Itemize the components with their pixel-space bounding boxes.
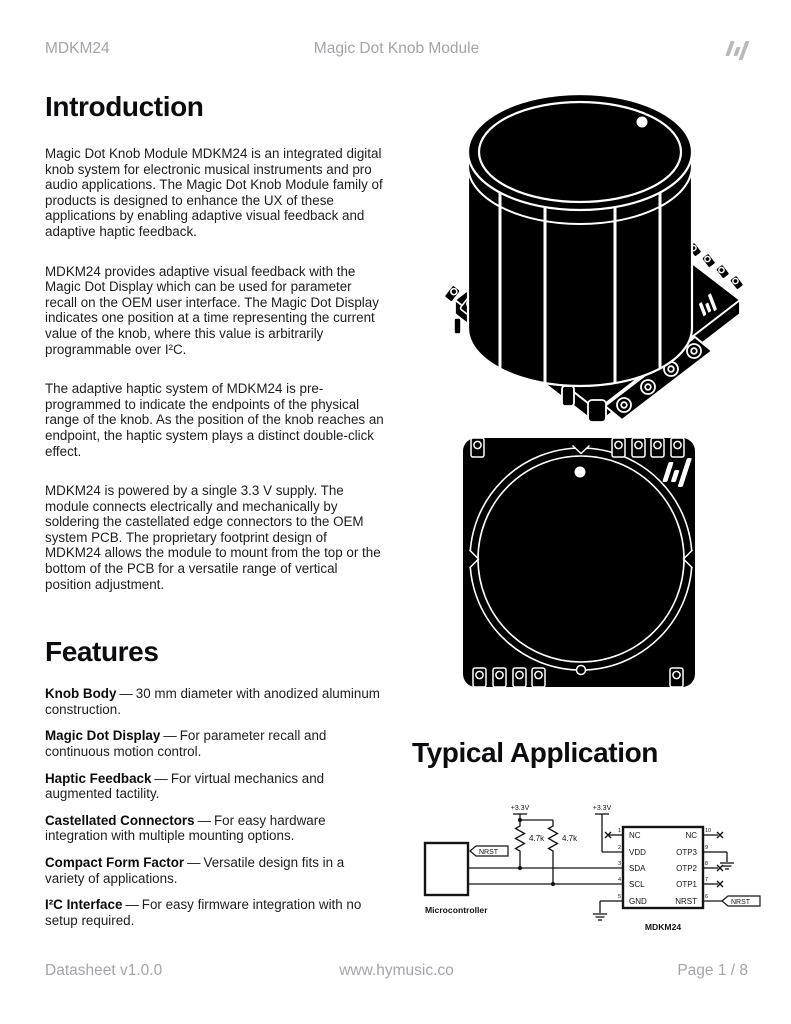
feature-item: Magic Dot Display—For parameter recall a… (45, 728, 385, 759)
pin-name: VDD (629, 848, 646, 857)
intro-paragraph: The adaptive haptic system of MDKM24 is … (45, 381, 384, 459)
features-heading: Features (45, 636, 159, 668)
pin-name: NC (685, 831, 697, 840)
ic-box (621, 825, 705, 910)
pin-number: 3 (618, 861, 621, 867)
feature-separator: — (119, 686, 133, 702)
feature-separator: — (125, 897, 139, 913)
knob-3d-illustration (443, 92, 745, 426)
pin-number: 7 (705, 877, 708, 883)
brand-logo-icon (725, 38, 750, 62)
pin-name: OTP1 (676, 880, 697, 889)
feature-desc: For easy firmware integration with no se… (45, 897, 362, 928)
castellated-pads-bottom (472, 667, 684, 688)
supply-label: +3.3V (511, 805, 530, 812)
feature-item: I²C Interface—For easy firmware integrat… (45, 897, 385, 928)
resistor (547, 820, 559, 884)
knob-body-3d (466, 92, 694, 388)
no-connect-icon (604, 831, 724, 888)
website-url: www.hymusic.co (339, 962, 454, 979)
feature-item: Haptic Feedback—For virtual mechanics an… (45, 771, 385, 802)
junction-dots (517, 817, 556, 887)
pin-number: 1 (618, 828, 621, 834)
page-number: Page 1 / 8 (677, 962, 748, 979)
board-logo-icon (662, 458, 692, 487)
magic-dot (636, 116, 648, 128)
knob-ribs (498, 192, 662, 384)
pin-number: 9 (705, 845, 708, 851)
feature-separator: — (163, 728, 177, 744)
pin-number: 4 (618, 877, 621, 883)
pin-number: 8 (705, 861, 708, 867)
feature-term: I²C Interface (45, 897, 123, 913)
feature-term: Knob Body (45, 686, 117, 702)
board-logo-icon (699, 293, 717, 317)
feature-term: Castellated Connectors (45, 812, 195, 828)
feature-item: Compact Form Factor—Versatile design fit… (45, 855, 385, 886)
feature-desc: 30 mm diameter with anodized aluminum co… (45, 686, 380, 717)
intro-paragraph: MDKM24 provides adaptive visual feedback… (45, 263, 379, 357)
doc-id: MDKM24 (45, 40, 110, 57)
pcb-outline (463, 438, 695, 687)
intro-paragraph: Magic Dot Knob Module MDKM24 is an integ… (45, 146, 383, 239)
pin-name: NC (629, 831, 641, 840)
ring-notches (468, 444, 694, 676)
pin-number: 10 (705, 828, 711, 834)
page-footer: Datasheet v1.0.0 www.hymusic.co Page 1 /… (45, 962, 748, 984)
feature-desc: For virtual mechanics and augmented tact… (45, 770, 325, 802)
text-column: Introduction Magic Dot Knob Module MDKM2… (45, 92, 385, 928)
svg-text:NRST: NRST (731, 899, 751, 906)
supply-label: +3.3V (593, 805, 612, 812)
introduction-heading: Introduction (45, 91, 204, 122)
feature-term: Haptic Feedback (45, 770, 152, 786)
pin-name: SDA (629, 864, 646, 873)
mcu-box (423, 841, 470, 897)
pin-number: 5 (618, 894, 621, 900)
feature-separator: — (154, 770, 168, 786)
svg-text:NRST: NRST (479, 849, 499, 856)
feature-item: Knob Body—30 mm diameter with anodized a… (45, 686, 385, 717)
typical-application-heading: Typical Application (412, 737, 658, 768)
resistor-value: 4.7k (529, 834, 545, 843)
magic-dot (574, 466, 586, 478)
page-header: MDKM24 Magic Dot Knob Module (45, 38, 750, 62)
ic-label: MDKM24 (645, 922, 682, 932)
ground-icon (593, 913, 607, 921)
typical-application-schematic: NRST NRST +3.3V +3.3V 4.7k 4.7k Microcon… (423, 805, 761, 932)
pin-name: SCL (629, 880, 645, 889)
feature-term: Magic Dot Display (45, 728, 161, 744)
pin-number: 2 (618, 845, 621, 851)
pin-number: 6 (705, 894, 708, 900)
castellated-pads-top (470, 437, 685, 458)
feature-desc: For parameter recall and continuous moti… (45, 728, 327, 760)
pin-name: OTP2 (676, 864, 697, 873)
feature-desc: For easy hardware integration with multi… (45, 812, 326, 844)
feature-desc: Versatile design fits in a variety of ap… (45, 855, 345, 886)
pin-name: GND (629, 897, 647, 906)
doc-version: Datasheet v1.0.0 (45, 962, 163, 979)
ground-icon (720, 862, 734, 870)
feature-item: Castellated Connectors—For easy hardware… (45, 813, 385, 844)
doc-title: Magic Dot Knob Module (313, 40, 480, 57)
pcb-top-view-illustration (463, 437, 695, 688)
intro-paragraph: MDKM24 is powered by a single 3.3 V supp… (45, 483, 381, 592)
resistor (514, 820, 526, 868)
feature-term: Compact Form Factor (45, 855, 185, 870)
mcu-label: Microcontroller (425, 905, 488, 915)
net-flag-nrst: NRST (721, 895, 761, 907)
feature-separator: — (187, 855, 201, 870)
resistor-value: 4.7k (562, 834, 578, 843)
pin-name: NRST (675, 897, 697, 906)
feature-separator: — (197, 812, 211, 828)
pin-name: OTP3 (676, 848, 697, 857)
net-flag-nrst: NRST (469, 845, 509, 857)
